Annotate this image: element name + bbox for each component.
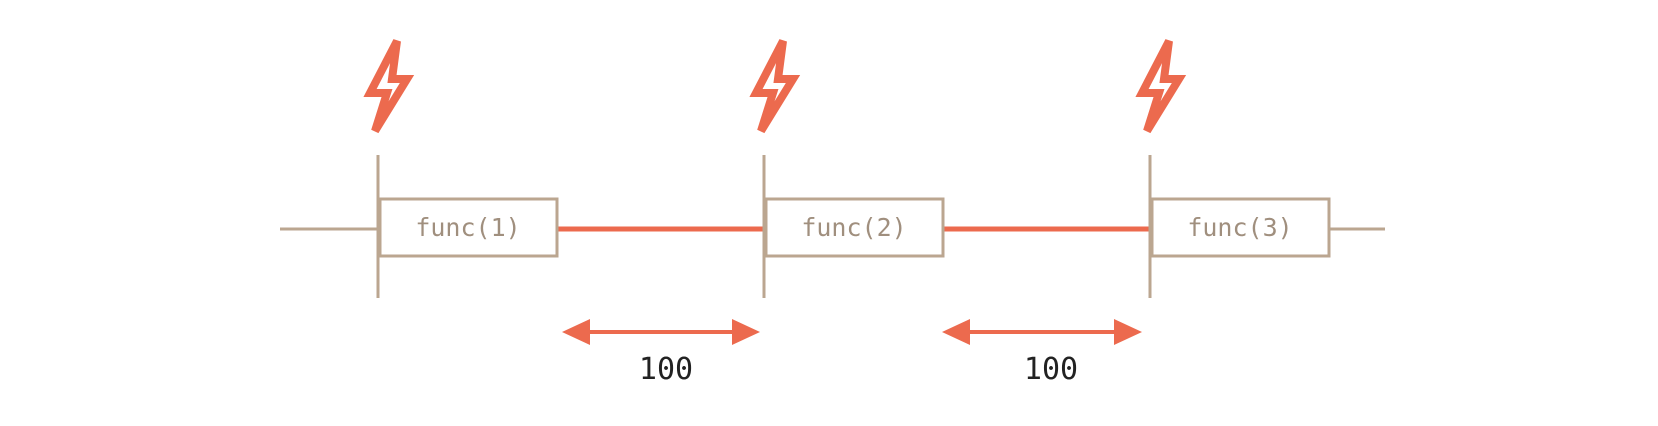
delay-arrow-1: 100 [562,319,760,387]
delay-label-2: 100 [1024,352,1078,387]
arrow-right-icon [732,319,760,345]
delay-arrow-2: 100 [942,319,1142,387]
func-box-2 [764,197,945,258]
lightning-bolt-icon [756,41,793,131]
func-label-3: func(3) [1187,213,1292,242]
func-box-3 [1150,197,1331,258]
arrow-left-icon [942,319,970,345]
func-label-2: func(2) [801,213,906,242]
arrow-left-icon [562,319,590,345]
lightning-bolt-icon [370,41,407,131]
delay-label-1: 100 [639,352,693,387]
event-marker-3: func(3) [1142,41,1331,298]
func-box-1 [378,197,559,258]
func-label-1: func(1) [415,213,520,242]
event-marker-2: func(2) [756,41,945,298]
lightning-bolt-icon [1142,41,1179,131]
arrow-right-icon [1114,319,1142,345]
event-marker-1: func(1) [370,41,559,298]
